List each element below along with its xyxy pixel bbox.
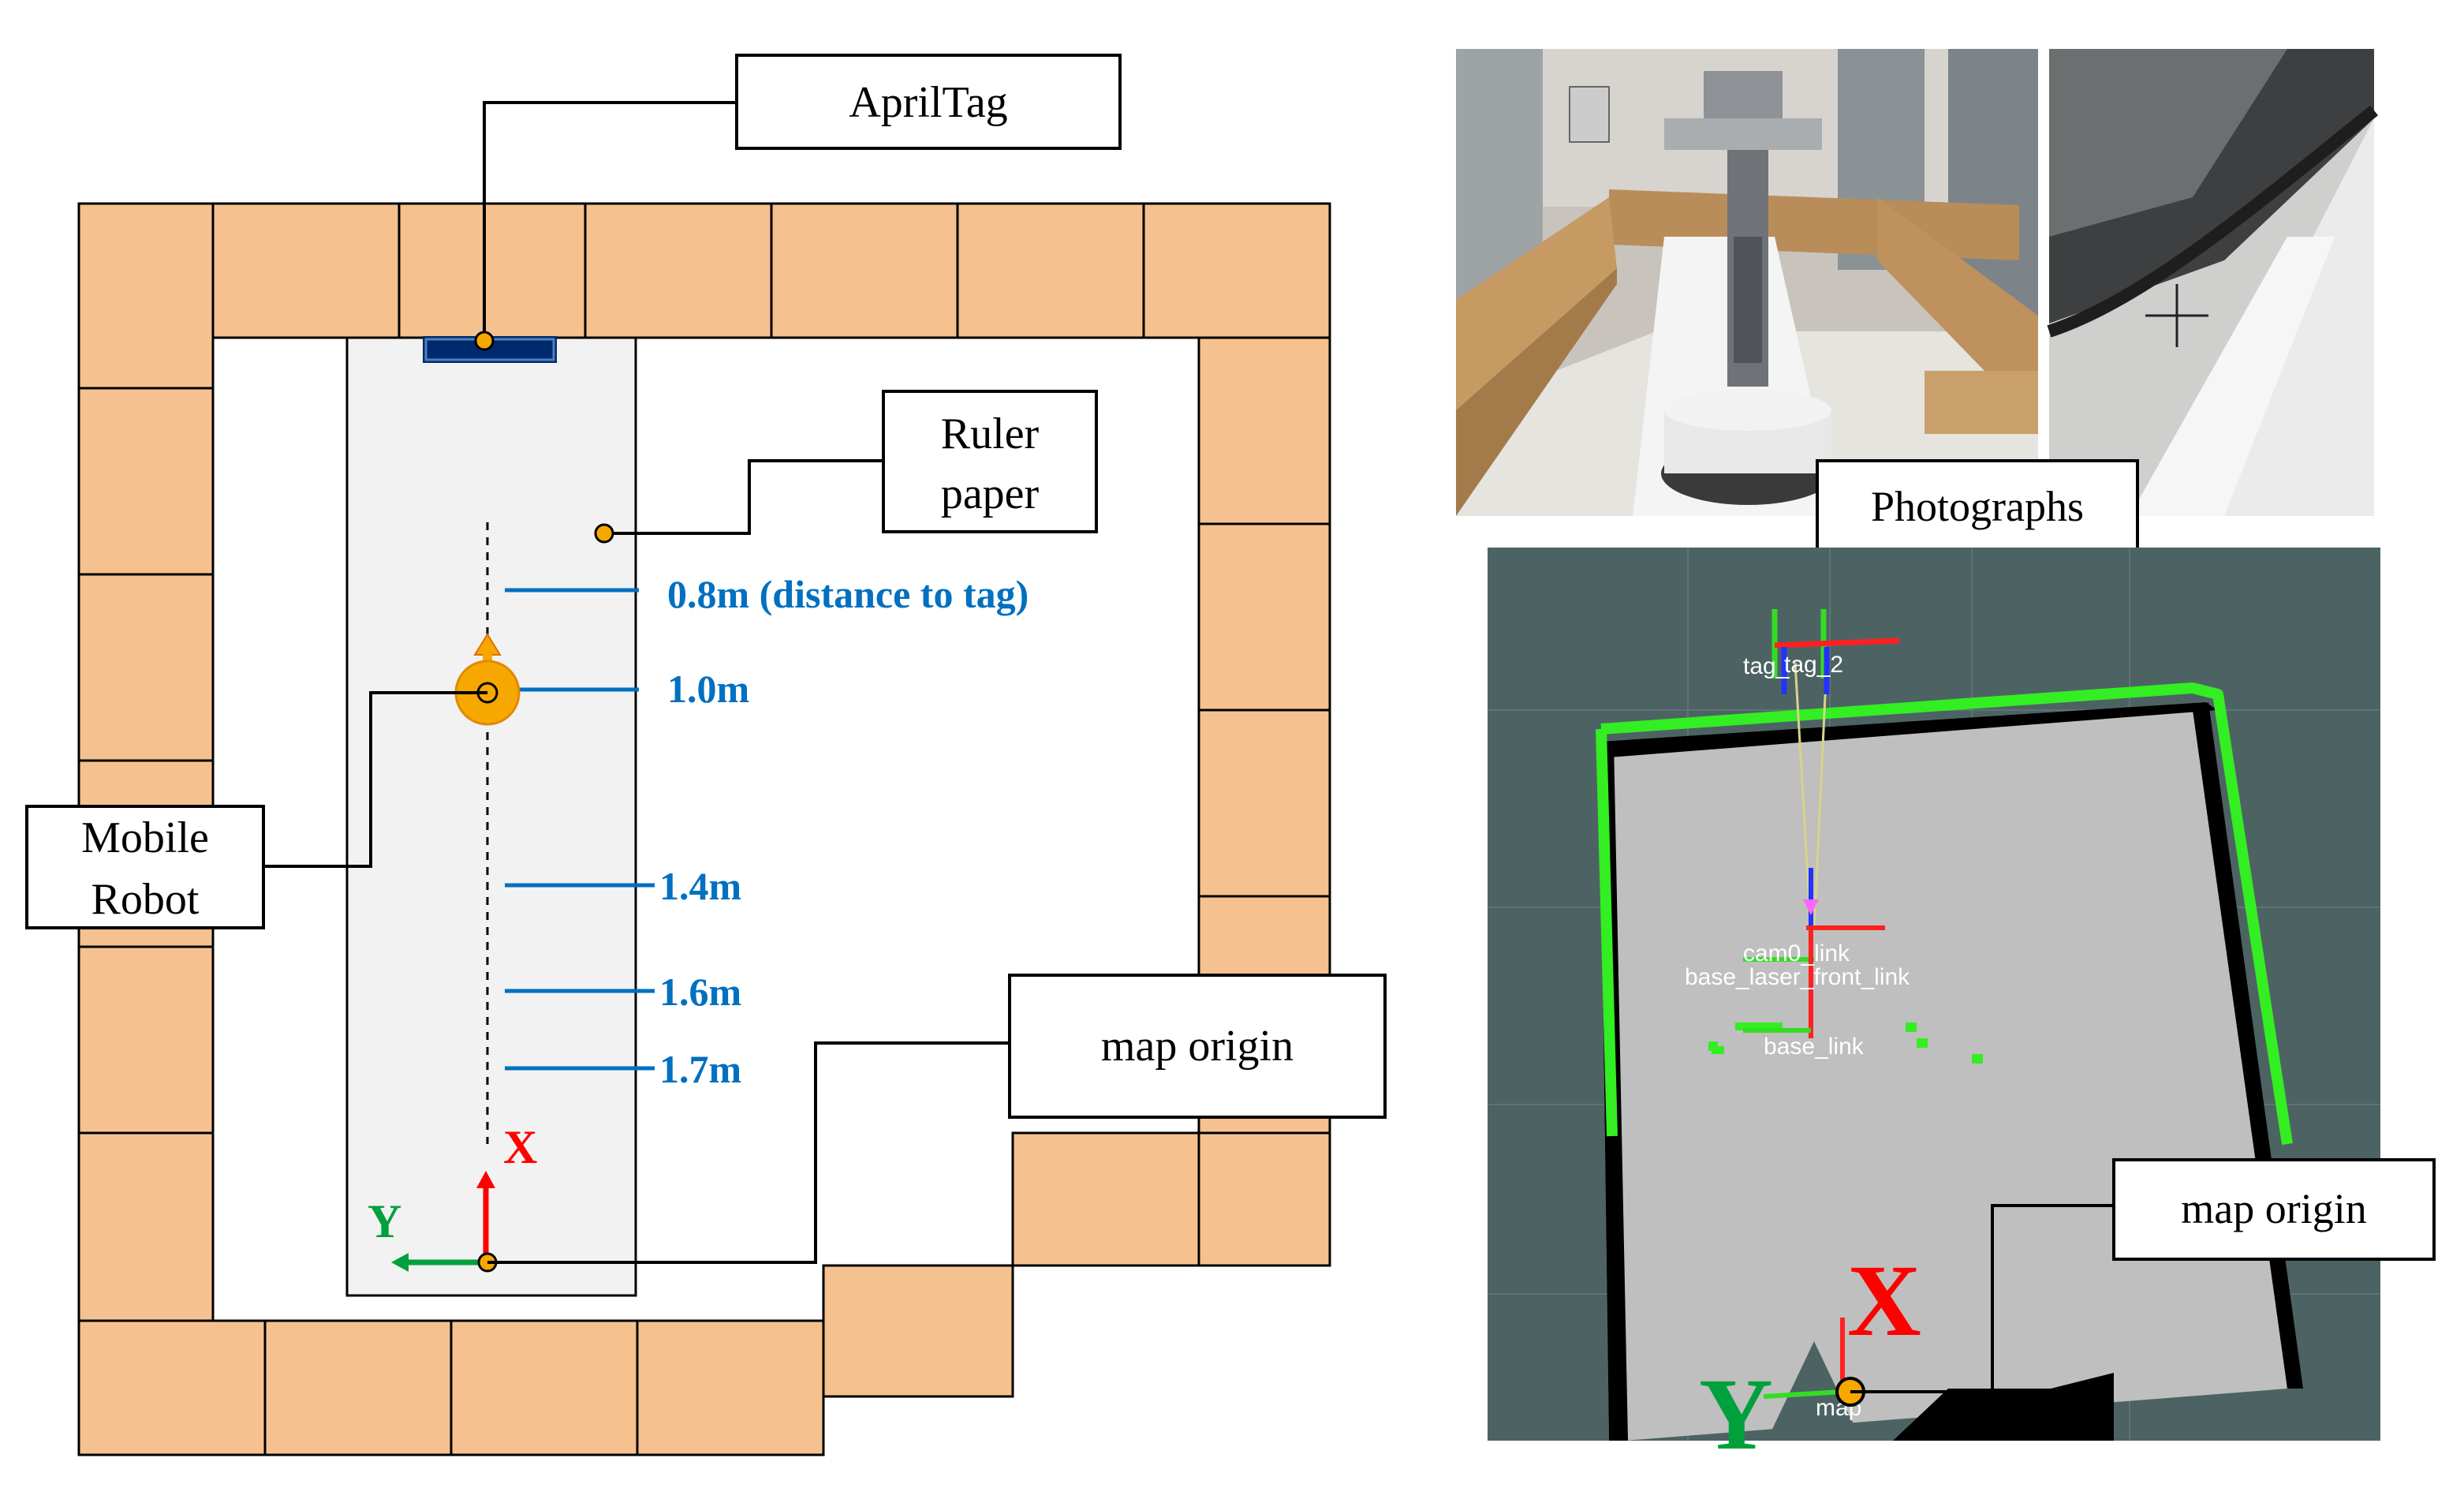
laser-scan-wall	[1600, 682, 2293, 1146]
mobile-robot-label-line2: Robot	[91, 875, 200, 924]
mobile-robot-label-box	[25, 805, 265, 929]
cam-frame-label: cam0_link	[1743, 940, 1850, 966]
box	[77, 387, 215, 576]
box	[77, 945, 215, 1135]
box	[822, 1264, 1014, 1398]
tag-frame-label: tag_2	[1784, 652, 1843, 678]
box	[263, 1319, 453, 1456]
laser-scan-left	[1596, 728, 1618, 1137]
photographs-label: Photographs	[1871, 483, 2084, 530]
mobile-robot-label-line1: Mobile	[81, 813, 209, 862]
box	[1197, 522, 1331, 712]
box	[77, 1319, 267, 1456]
photographs-label-box	[1816, 459, 2139, 552]
map-origin-callout-line-rviz	[1850, 1204, 2114, 1393]
distance-label: 0.8m (distance to tag)	[667, 572, 1029, 616]
ruler-paper-label-line1: Ruler	[941, 409, 1040, 458]
distance-label: 1.6m	[659, 970, 741, 1014]
distance-label: 1.4m	[659, 864, 741, 908]
ruler-paper-label-line2: paper	[941, 469, 1040, 518]
x-axis-label: X	[503, 1121, 537, 1173]
ruler-paper-label-box	[882, 390, 1098, 533]
robot-callout-line	[263, 691, 487, 868]
box-wall	[77, 202, 1331, 1456]
tf-link-line	[1794, 662, 1813, 932]
laser-scan-points	[1708, 1023, 1983, 1064]
box	[77, 1131, 215, 1322]
apriltag-callout-line	[483, 101, 737, 341]
map-origin-label: map origin	[1101, 1022, 1294, 1071]
laser-frame-label: base_laser_front_link	[1685, 964, 1910, 990]
photo-lab-robot	[1456, 49, 2038, 516]
y-axis-arrowhead	[391, 1253, 409, 1272]
map-x-axis-label: X	[1847, 1244, 1921, 1358]
box	[1197, 336, 1331, 525]
ruler-dot	[594, 523, 614, 544]
callout-lines	[263, 101, 1010, 1264]
tf-link-line	[1813, 662, 1828, 932]
base-frame-label: base_link	[1764, 1034, 1865, 1060]
box	[770, 202, 959, 339]
map-y-axis	[1763, 1389, 1843, 1399]
box	[1197, 1131, 1331, 1267]
box	[398, 202, 587, 339]
ruler-callout-line	[604, 459, 883, 535]
box	[584, 202, 773, 339]
map-origin-callout-line	[487, 1041, 1010, 1264]
apriltag-label: AprilTag	[849, 78, 1007, 127]
box	[956, 202, 1145, 339]
x-axis-arrowhead	[476, 1171, 495, 1188]
map-free-space	[1600, 702, 2287, 1441]
box	[1011, 1131, 1200, 1267]
robot-frame-axes	[1743, 868, 1885, 1038]
box	[636, 1319, 825, 1456]
photo-ruler-closeup	[2047, 49, 2378, 516]
map-origin-label-box-rviz	[2112, 1158, 2436, 1261]
box	[1142, 202, 1331, 339]
box	[77, 573, 215, 762]
apriltag-dot	[474, 331, 495, 351]
left-diagram: 0.8m (distance to tag) 1.0m 1.4m 1.6m 1.…	[25, 54, 1387, 1456]
box	[1197, 708, 1331, 898]
frame-labels: tag_ tag_2 cam0_link base_laser_front_li…	[1685, 652, 1910, 1421]
map-origin-label-box	[1008, 974, 1387, 1119]
distance-label: 1.7m	[659, 1047, 741, 1091]
tag-frame-axes	[1771, 609, 1900, 694]
tag-frame-label: tag_	[1743, 653, 1790, 679]
box	[450, 1319, 639, 1456]
y-axis-label: Y	[368, 1195, 401, 1247]
map-wall-bottom	[1893, 1373, 2114, 1441]
map-origin-label-rviz: map origin	[2181, 1185, 2366, 1232]
apriltag-label-box	[735, 54, 1122, 150]
map-y-axis-label: Y	[1699, 1358, 1773, 1471]
box	[211, 202, 401, 339]
rviz-map: tag_ tag_2 cam0_link base_laser_front_li…	[1488, 548, 2436, 1471]
pose-arrow	[1803, 899, 1819, 915]
box	[77, 202, 215, 390]
distance-label: 1.0m	[667, 667, 749, 711]
distance-marks	[505, 588, 655, 1071]
ruler-paper	[345, 336, 637, 1297]
photographs: Photographs	[1456, 49, 2378, 552]
